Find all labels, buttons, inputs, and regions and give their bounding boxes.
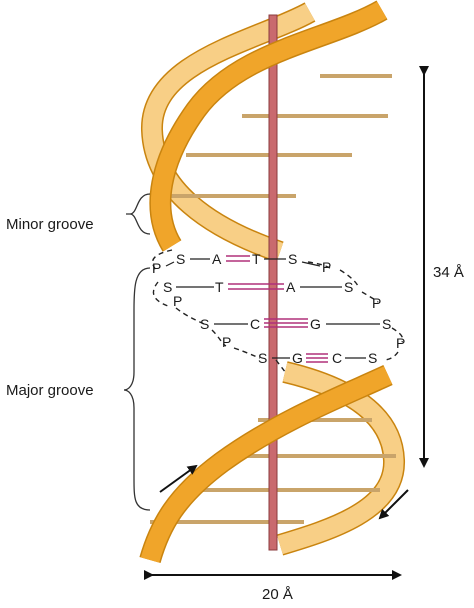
width-label: 20 Å [262,586,293,603]
base-label: P [322,259,331,275]
base-pair-row-2: S P T A S P [163,279,381,311]
backbone-dashes [151,249,404,373]
base-label: C [332,350,342,366]
base-pair-row-4: P S G C S [222,334,377,366]
hydrogen-bond [264,318,308,328]
base-label: P [173,293,182,309]
base-pair-row-1: P S A T S P [152,251,331,276]
base-label: P [372,295,381,311]
base-label: S [382,316,391,332]
base-label: S [200,316,209,332]
base-label: S [163,279,172,295]
height-label: 34 Å [433,264,464,281]
base-label: C [250,316,260,332]
minor-groove-label: Minor groove [6,216,94,233]
strand-direction-arrow-down [378,489,409,520]
major-groove-label: Major groove [6,382,94,399]
base-label: A [212,251,222,267]
base-label: G [292,350,303,366]
helix-axis [268,14,278,551]
base-label: S [258,350,267,366]
base-label: T [215,279,224,295]
base-label: S [368,350,377,366]
hydrogen-bond [228,283,284,290]
base-label: P [152,260,161,276]
base-label: T [252,251,261,267]
base-label: P [222,334,231,350]
hydrogen-bond [226,255,250,262]
base-label: P [396,335,405,351]
base-label: G [310,316,321,332]
hydrogen-bond [306,353,328,363]
base-pair-row-3: S C G S P [200,316,405,351]
base-label: A [286,279,296,295]
base-label: S [344,279,353,295]
base-label: S [288,251,297,267]
minor-groove-bracket [126,193,151,235]
major-groove-bracket [123,267,151,511]
base-label: S [176,251,185,267]
strand-direction-arrow-up [159,464,198,493]
front-strand [139,0,393,564]
